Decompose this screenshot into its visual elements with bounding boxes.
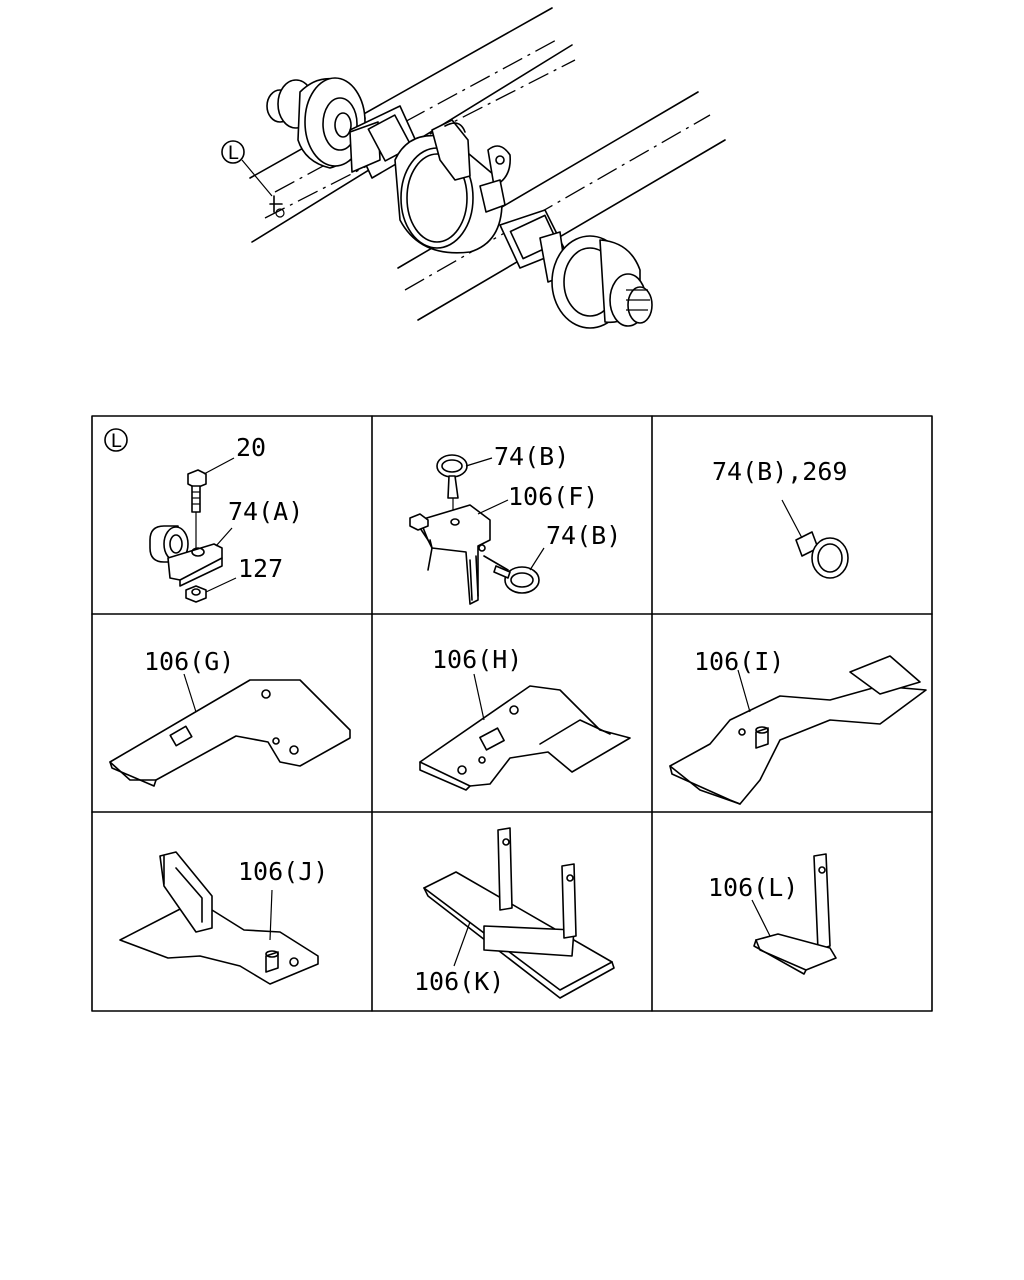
label-20: 20 [236, 433, 266, 462]
bolt-20 [187, 469, 207, 548]
callout-l-axle: L [221, 140, 273, 197]
label-74b-top: 74(B) [494, 442, 569, 471]
left-hub [266, 77, 366, 169]
panel-bracket-106j: 106(J) [119, 851, 328, 985]
callout-l-text: L [228, 142, 239, 164]
label-74b-269: 74(B),269 [712, 457, 847, 486]
panel-tray-106k: 106(K) [414, 827, 615, 999]
right-hub [551, 235, 653, 329]
differential-housing [394, 119, 511, 254]
label-106j: 106(J) [238, 857, 328, 886]
panel-plate-106h: 106(H) [419, 645, 631, 791]
label-74b-right: 74(B) [546, 521, 621, 550]
panel-band-269: 74(B),269 [712, 457, 849, 579]
label-106l: 106(L) [708, 873, 798, 902]
panel-clamp-74a: L 20 74(A) 127 [104, 428, 303, 603]
label-106h: 106(H) [432, 645, 522, 674]
panel-plate-106g: 106(G) [109, 647, 351, 787]
panel-plate-106i: 106(I) [669, 647, 927, 805]
detail-marker-circle [104, 428, 128, 452]
rear-axle-illustration [249, 7, 726, 329]
parts-grid [91, 415, 933, 1012]
panel-bracket-106l: 106(L) [708, 853, 837, 975]
label-106k: 106(K) [414, 967, 504, 996]
label-74a: 74(A) [228, 497, 303, 526]
nut-127 [185, 585, 207, 603]
label-106g: 106(G) [144, 647, 234, 676]
panel-bracket-106f: 74(B) 106(F) 74(B) [409, 442, 621, 605]
label-106f: 106(F) [508, 482, 598, 511]
detail-marker-l: L [111, 430, 122, 452]
label-106i: 106(I) [694, 647, 784, 676]
clamp-74a [149, 525, 223, 587]
label-127: 127 [238, 554, 283, 583]
